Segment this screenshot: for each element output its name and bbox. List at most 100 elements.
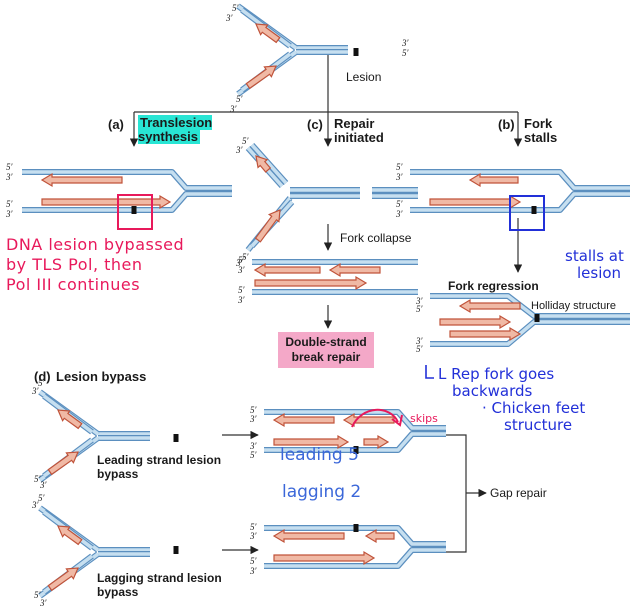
strand-end-five-0: 5′ — [232, 3, 239, 13]
strand-end-five-11: 5′ — [242, 136, 249, 146]
strand-end-three-15: 3′ — [238, 265, 245, 275]
lagging-bypass-bottom-new — [273, 550, 376, 566]
rep-note-line4: structure — [504, 416, 573, 434]
rep-fork-note: L Rep fork goes backwards · Chicken feet… — [438, 366, 585, 434]
tls-fork-lesion — [131, 206, 137, 214]
stalls-note: stalls at lesion — [565, 248, 624, 282]
strand-end-five-25: 5′ — [416, 344, 423, 354]
panel-a-title-text: Translesion synthesis — [138, 115, 213, 144]
regression-arm-3 — [449, 326, 522, 342]
strand-end-three-29: 3′ — [40, 480, 47, 490]
strand-end-three-2: 3′ — [402, 38, 409, 48]
lagging-bypass-bottom-template-fill — [264, 548, 446, 568]
tls-note-line3: Pol III continues — [6, 275, 141, 294]
stall-fork-top-template-fill — [410, 170, 630, 190]
leading-bypass-lesion — [353, 446, 359, 454]
strand-end-five-20: 5′ — [396, 199, 403, 209]
panel-d-letter: (d) — [34, 369, 51, 384]
strand-end-five-18: 5′ — [396, 162, 403, 172]
regression-arm-2 — [439, 314, 512, 330]
fork-regression-label: Fork regression — [448, 279, 539, 293]
stalls-note-line1: stalls at — [565, 247, 624, 265]
dna-molecules — [22, 3, 630, 599]
leading-bypass-bottom-template-fill — [264, 432, 446, 452]
holliday-label: Holliday structure — [531, 300, 616, 312]
lagging-bypass-top-new — [364, 528, 395, 544]
lagging-note: lagging 2 — [282, 482, 362, 502]
strand-end-three-35: 3′ — [250, 531, 257, 541]
leading-fork-lesion — [173, 434, 179, 442]
strand-end-three-37: 3′ — [250, 566, 257, 576]
strand-end-five-14: 5′ — [238, 255, 245, 265]
tls-fork-top-template-fill — [22, 170, 232, 190]
repair-upper-arm-template-fill — [250, 143, 288, 185]
strand-end-five-23: 5′ — [416, 304, 423, 314]
panel-c-letter: (c) — [307, 117, 323, 132]
lesion-label: Lesion — [346, 70, 382, 84]
regression-top-template-fill — [430, 294, 630, 318]
rep-note-line2: backwards — [452, 382, 533, 400]
leading-bypass-bottom-new — [273, 434, 350, 450]
holliday-junction — [534, 314, 540, 322]
repair-lagging — [255, 155, 272, 173]
stall-lesion-box — [509, 195, 545, 231]
lagging-fork-lagging-fragment — [57, 525, 83, 546]
regression-arm-1 — [458, 298, 521, 314]
strand-end-five-40: 5′ — [34, 590, 41, 600]
tls-note-line1: DNA lesion bypassed — [6, 235, 185, 254]
leading-fork-leading-strand — [47, 451, 79, 476]
strand-end-three-7: 3′ — [6, 172, 13, 182]
strand-end-five-12: 5′ — [242, 252, 249, 262]
skips-arrowhead — [391, 414, 403, 427]
rep-note-line1: L Rep fork goes — [438, 365, 555, 383]
strand-end-five-4: 5′ — [236, 94, 243, 104]
repair-leading — [254, 209, 281, 243]
tls-fork-bottom-template-fill — [22, 192, 232, 212]
leading-bypass-top-new — [342, 412, 395, 428]
skips-note: skips — [410, 412, 438, 425]
collapsed-new-2 — [253, 262, 321, 278]
strand-end-five-39: 5′ — [38, 493, 45, 503]
gap-bracket — [446, 434, 467, 553]
strand-end-three-31: 3′ — [250, 414, 257, 424]
tls-fork-top-new — [40, 172, 123, 188]
leading-bypass-label: Leading strand lesion bypass — [97, 453, 222, 481]
leading-bypass-top-template-fill — [264, 410, 446, 430]
lagging-fork-leading-strand — [47, 567, 79, 592]
leading-bypass-bottom-new-2 — [363, 434, 390, 450]
flow-arrows — [129, 52, 523, 555]
panel-d-title: Lesion bypass — [56, 369, 147, 384]
strand-end-five-33: 5′ — [250, 450, 257, 460]
tls-fork-bottom-new — [41, 194, 172, 210]
stall-fork-lesion — [531, 206, 537, 214]
stalls-note-line2: lesion — [577, 264, 622, 282]
lagging-bypass-top-template-fill — [264, 526, 446, 546]
strand-end-three-5: 3′ — [230, 104, 237, 114]
strand-end-five-16: 5′ — [238, 285, 245, 295]
strand-end-three-21: 3′ — [396, 209, 403, 219]
strand-end-five-34: 5′ — [250, 522, 257, 532]
strand-end-three-24: 3′ — [416, 336, 423, 346]
rep-fork-hook — [425, 365, 434, 379]
strand-end-three-22: 3′ — [416, 296, 423, 306]
strand-end-five-3: 5′ — [402, 48, 409, 58]
top-fork-lagging-fragment — [255, 23, 281, 44]
stall-fork-top-template-outline — [410, 169, 630, 191]
collapsed-new-1 — [328, 262, 381, 278]
strand-end-three-32: 3′ — [250, 441, 257, 451]
panel-c-title: Repair initiated — [334, 116, 384, 145]
strand-end-three-13: 3′ — [236, 258, 243, 268]
strand-end-five-28: 5′ — [34, 474, 41, 484]
strand-end-five-27: 5′ — [38, 378, 45, 388]
panel-b-title: Fork stalls — [524, 116, 558, 145]
leading-note: leading 5 — [280, 445, 359, 465]
strand-end-three-10: 3′ — [236, 145, 243, 155]
strand-end-three-19: 3′ — [396, 172, 403, 182]
strand-end-five-36: 5′ — [250, 556, 257, 566]
leading-fork-lagging-fragment — [57, 409, 83, 430]
strand-end-five-6: 5′ — [6, 162, 13, 172]
panel-a-letter: (a) — [108, 117, 124, 132]
fork-collapse-label: Fork collapse — [340, 231, 412, 245]
panel-a-title: Translesion synthesis — [138, 115, 230, 144]
tls-note-line2: by TLS Pol, then — [6, 255, 143, 274]
